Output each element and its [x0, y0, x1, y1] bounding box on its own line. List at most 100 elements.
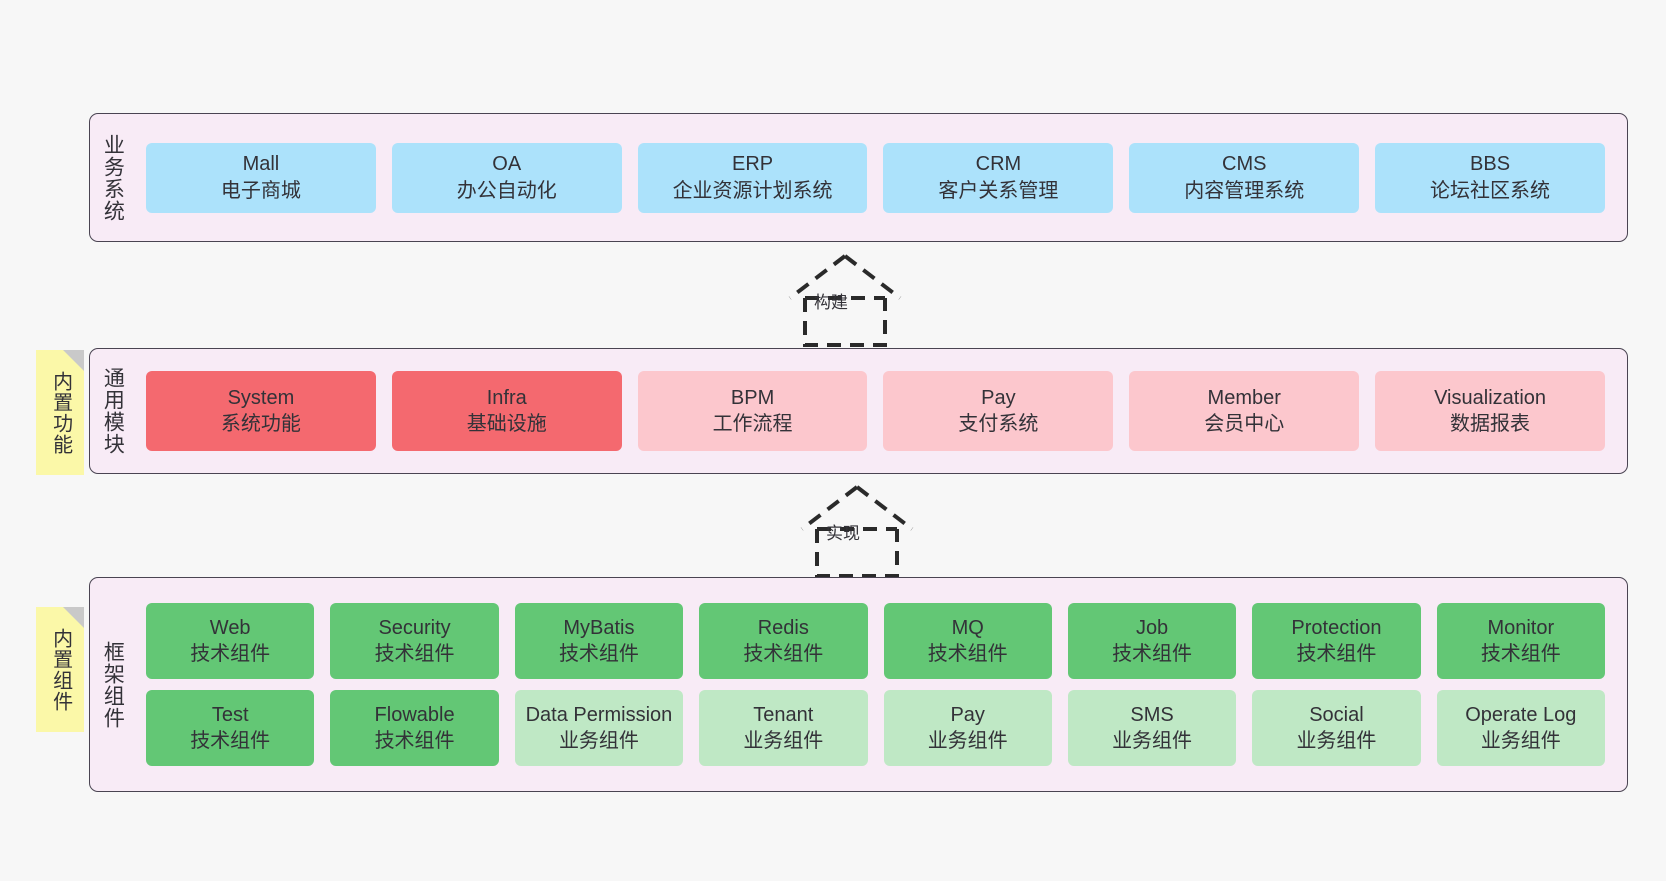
generalization-arrow-icon: [788, 254, 902, 347]
layer-business-label: 业务系统: [101, 133, 125, 222]
box-visualization-desc: 数据报表: [1450, 413, 1531, 435]
box-protection-name: Protection: [1291, 616, 1382, 639]
box-mall[interactable]: Mall 电子商城: [146, 142, 376, 213]
layer-framework-items: Web 技术组件 Security 技术组件 MyBatis 技术组件: [134, 578, 1627, 791]
cell-wrap: Social 业务组件: [1244, 690, 1428, 766]
box-redis[interactable]: Redis 技术组件: [699, 603, 868, 679]
box-redis-desc: 技术组件: [743, 643, 824, 665]
box-security[interactable]: Security 技术组件: [330, 603, 499, 679]
cell-wrap: Job 技术组件: [1060, 603, 1244, 679]
box-pay-component-desc: 业务组件: [927, 730, 1008, 752]
box-operate-log-desc: 业务组件: [1480, 730, 1561, 752]
box-member-name: Member: [1207, 386, 1281, 409]
box-oa-desc: 办公自动化: [456, 179, 557, 202]
box-bbs-desc: 论坛社区系统: [1430, 179, 1551, 202]
box-pay-module-desc: 支付系统: [958, 413, 1039, 435]
connector-implement: 实现: [762, 483, 952, 578]
box-mq-desc: 技术组件: [927, 643, 1008, 665]
box-flowable-desc: 技术组件: [374, 730, 455, 752]
box-oa[interactable]: OA 办公自动化: [391, 142, 622, 213]
box-flowable[interactable]: Flowable 技术组件: [330, 690, 499, 766]
cell-wrap: Web 技术组件: [138, 603, 322, 679]
box-protection-desc: 技术组件: [1296, 643, 1377, 665]
box-oa-name: OA: [492, 153, 522, 176]
box-infra[interactable]: Infra 基础设施: [391, 371, 622, 451]
box-protection[interactable]: Protection 技术组件: [1252, 603, 1421, 679]
cell-wrap: MQ 技术组件: [876, 603, 1060, 679]
connector-build: 构建: [750, 252, 940, 347]
box-pay-component[interactable]: Pay 业务组件: [883, 690, 1052, 766]
box-social-name: Social: [1309, 703, 1364, 726]
box-job[interactable]: Job 技术组件: [1067, 603, 1237, 679]
layer-business-items: Mall 电子商城 OA 办公自动化 ERP 企业资源计划系统 CRM: [134, 114, 1627, 241]
box-mq[interactable]: MQ 技术组件: [883, 603, 1052, 679]
layer-common-modules: 通用模块 System 系统功能 Infra 基础设施 BPM 工作流程: [89, 348, 1628, 474]
box-pay-module[interactable]: Pay 支付系统: [883, 371, 1114, 451]
box-test-desc: 技术组件: [190, 730, 271, 752]
box-mybatis-name: MyBatis: [563, 616, 635, 639]
sticky-note-builtin-components-label: 内置组件: [49, 627, 72, 712]
box-bbs[interactable]: BBS 论坛社区系统: [1375, 142, 1605, 213]
box-bpm[interactable]: BPM 工作流程: [637, 371, 868, 451]
box-visualization[interactable]: Visualization 数据报表: [1375, 371, 1605, 451]
box-infra-desc: 基础设施: [466, 413, 547, 435]
layer-framework-label: 框架组件: [101, 640, 125, 729]
box-infra-name: Infra: [486, 386, 527, 409]
box-tenant[interactable]: Tenant 业务组件: [699, 690, 868, 766]
box-cms[interactable]: CMS 内容管理系统: [1129, 142, 1360, 213]
box-web-name: Web: [209, 616, 251, 639]
box-operate-log-name: Operate Log: [1465, 703, 1577, 726]
box-system[interactable]: System 系统功能: [146, 371, 376, 451]
box-tenant-desc: 业务组件: [743, 730, 824, 752]
box-pay-component-name: Pay: [950, 703, 985, 726]
cell-wrap: MyBatis 技术组件: [507, 603, 691, 679]
sticky-fold-icon: [63, 350, 84, 371]
box-mybatis[interactable]: MyBatis 技术组件: [514, 603, 684, 679]
cell-wrap: Visualization 数据报表: [1367, 371, 1613, 451]
cell-wrap: ERP 企业资源计划系统: [630, 142, 876, 213]
box-web[interactable]: Web 技术组件: [146, 603, 315, 679]
box-cms-desc: 内容管理系统: [1184, 179, 1305, 202]
cell-wrap: Redis 技术组件: [691, 603, 875, 679]
box-tenant-name: Tenant: [753, 703, 814, 726]
framework-row-business: Test 技术组件 Flowable 技术组件 Data Permission …: [138, 690, 1613, 766]
generalization-arrow-icon: [800, 485, 914, 578]
box-bbs-name: BBS: [1470, 153, 1511, 176]
box-bpm-desc: 工作流程: [712, 413, 793, 435]
layer-business-systems: 业务系统 Mall 电子商城 OA 办公自动化 ERP 企业资源计划系统: [89, 113, 1628, 242]
box-crm[interactable]: CRM 客户关系管理: [883, 142, 1114, 213]
cell-wrap: Monitor 技术组件: [1429, 603, 1613, 679]
sticky-fold-icon: [63, 607, 84, 628]
box-flowable-name: Flowable: [374, 703, 455, 726]
box-sms[interactable]: SMS 业务组件: [1067, 690, 1237, 766]
cell-wrap: BPM 工作流程: [630, 371, 876, 451]
box-mq-name: MQ: [951, 616, 984, 639]
box-crm-name: CRM: [975, 153, 1022, 176]
box-system-desc: 系统功能: [220, 413, 301, 435]
box-mall-desc: 电子商城: [220, 179, 301, 202]
cell-wrap: Data Permission 业务组件: [507, 690, 691, 766]
box-redis-name: Redis: [757, 616, 809, 639]
cell-wrap: Pay 业务组件: [876, 690, 1060, 766]
box-erp[interactable]: ERP 企业资源计划系统: [637, 142, 868, 213]
box-operate-log[interactable]: Operate Log 业务组件: [1436, 690, 1605, 766]
box-crm-desc: 客户关系管理: [938, 179, 1059, 202]
box-social[interactable]: Social 业务组件: [1252, 690, 1421, 766]
box-test[interactable]: Test 技术组件: [146, 690, 315, 766]
cell-wrap: Pay 支付系统: [875, 371, 1121, 451]
box-monitor[interactable]: Monitor 技术组件: [1436, 603, 1605, 679]
box-sms-name: SMS: [1130, 703, 1174, 726]
box-data-permission[interactable]: Data Permission 业务组件: [514, 690, 684, 766]
box-bpm-name: BPM: [730, 386, 775, 409]
cell-wrap: BBS 论坛社区系统: [1367, 142, 1613, 213]
box-job-desc: 技术组件: [1112, 643, 1193, 665]
sticky-note-builtin-features: 内置功能: [36, 350, 84, 475]
box-system-name: System: [227, 386, 295, 409]
cell-wrap: Security 技术组件: [322, 603, 506, 679]
cell-wrap: Test 技术组件: [138, 690, 322, 766]
cell-wrap: Infra 基础设施: [384, 371, 630, 451]
box-member[interactable]: Member 会员中心: [1129, 371, 1360, 451]
box-visualization-name: Visualization: [1434, 386, 1547, 409]
cell-wrap: Protection 技术组件: [1244, 603, 1428, 679]
framework-row-technical: Web 技术组件 Security 技术组件 MyBatis 技术组件: [138, 603, 1613, 679]
